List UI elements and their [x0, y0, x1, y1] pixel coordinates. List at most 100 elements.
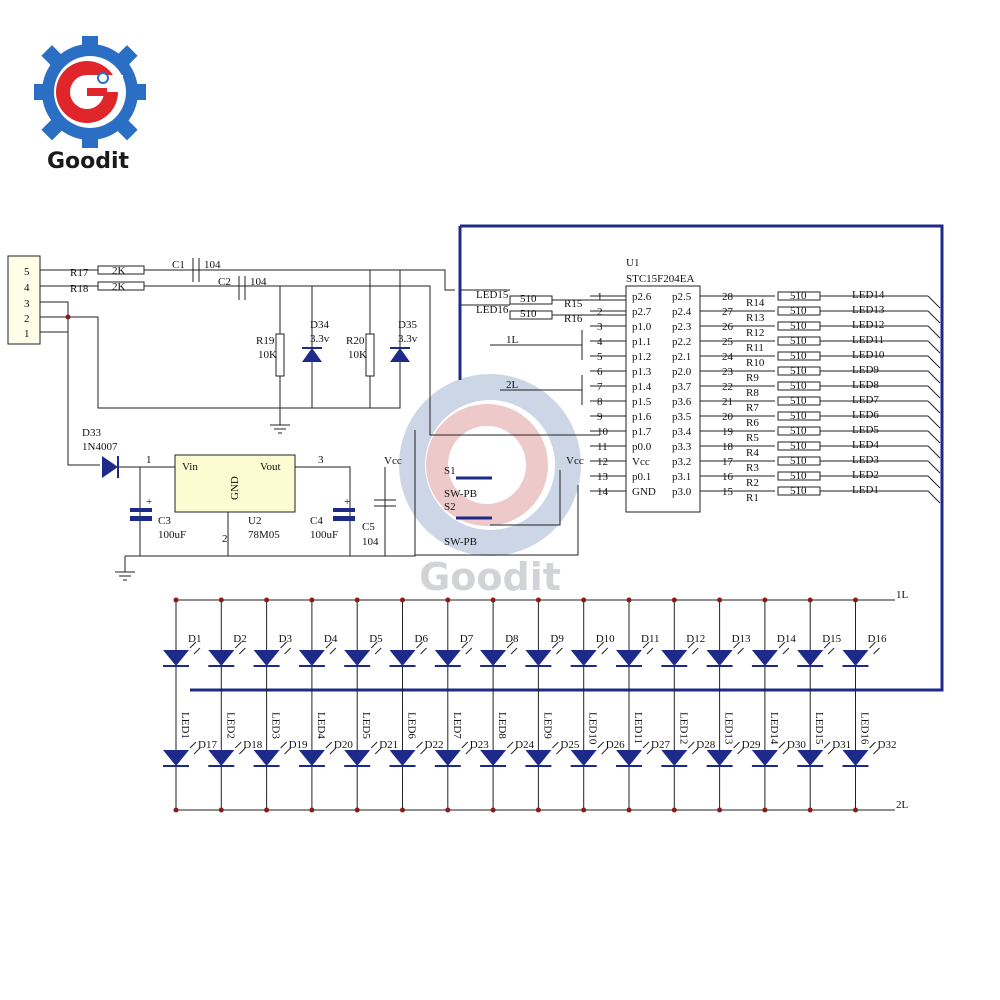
mcu-pin-name: p2.4	[672, 306, 692, 318]
regulator-box	[174, 454, 296, 513]
led-matrix: 1L 2L D1D17LED1D2D18LED2D3D19LED3D4D20LE…	[163, 589, 909, 813]
led-diode-icon	[706, 650, 733, 666]
led-ref-top: D2	[233, 633, 246, 645]
mcu-pin-number: 25	[722, 336, 734, 348]
switch-s2[interactable]: S2 SW-PB	[444, 501, 492, 548]
led-resistor-value: 510	[790, 410, 807, 422]
led-resistor-ref: R2	[746, 477, 759, 489]
led-diode-icon	[163, 750, 189, 766]
mcu-pin-number: 10	[597, 426, 609, 438]
mcu-pin-number: 27	[722, 306, 734, 318]
mcu-pin-name: p2.3	[672, 321, 692, 333]
d34-ref: D34	[310, 319, 329, 331]
led-column-net: LED3	[270, 712, 282, 739]
mcu-pin-name: GND	[632, 486, 656, 498]
switch-s1[interactable]: S1 SW-PB	[444, 465, 492, 500]
led-ref-bottom: D28	[696, 739, 715, 751]
d35-value: 3.3v	[398, 333, 418, 345]
led-diode-icon	[434, 750, 461, 766]
led-diode-icon	[797, 750, 824, 766]
led-ref-bottom: D17	[198, 739, 217, 751]
led-diode-icon	[389, 650, 416, 666]
mcu-pin-number: 22	[722, 381, 733, 393]
led-ref-bottom: D25	[560, 739, 579, 751]
led-ref-top: D15	[822, 633, 841, 645]
r17-ref: R17	[70, 267, 89, 279]
led-ref-bottom: D24	[515, 739, 534, 751]
watermark-gear-icon	[399, 374, 581, 556]
mcu-pin-number: 2	[597, 306, 603, 318]
mcu-pin-name: p1.1	[632, 336, 651, 348]
c4-ref: C4	[310, 515, 323, 527]
led-ref-bottom: D22	[425, 739, 444, 751]
ground-icon	[115, 571, 135, 581]
mcu-pin-number: 23	[722, 366, 734, 378]
led-diode-icon	[163, 650, 189, 666]
mcu-pin-number: 4	[597, 336, 603, 348]
d33-ref: D33	[82, 427, 101, 439]
led-diode-icon	[434, 650, 461, 666]
led-column-net: LED12	[677, 712, 689, 744]
r20-ref: R20	[346, 335, 365, 347]
led-resistor-value: 510	[790, 335, 807, 347]
mcu-pin-number: 21	[722, 396, 733, 408]
mcu-pin-number: 14	[597, 486, 609, 498]
led-diode-icon	[208, 650, 235, 666]
r17-value: 2K	[112, 265, 126, 277]
mcu-pin-name: p2.2	[672, 336, 691, 348]
mcu-pin-number: 9	[597, 411, 603, 423]
led-resistor-value: 510	[790, 485, 807, 497]
led-net-label: LED9	[852, 364, 879, 376]
net-1l: 1L	[506, 334, 519, 346]
mcu-pin-number: 28	[722, 291, 734, 303]
led-ref-bottom: D20	[334, 739, 353, 751]
switches: S1 SW-PB S2 SW-PB	[444, 465, 492, 548]
connector-pin-label: 4	[24, 282, 30, 294]
led-resistor-ref: R7	[746, 402, 759, 414]
led-resistor-ref: R13	[746, 312, 765, 324]
led-column-net: LED2	[224, 712, 236, 739]
led-diode-icon	[751, 650, 778, 666]
led-diode-icon	[661, 750, 688, 766]
mcu-vcc-net: Vcc	[566, 455, 584, 467]
c3-plus: +	[146, 496, 152, 508]
led-column-net: LED15	[813, 712, 825, 745]
led-ref-top: D6	[415, 633, 429, 645]
led-resistor-value: 510	[790, 470, 807, 482]
gear-icon	[34, 36, 146, 148]
led-diode-icon	[298, 750, 325, 766]
ground-icon	[270, 424, 290, 434]
mcu-pin-name: p3.1	[672, 471, 691, 483]
led-diode-icon	[389, 750, 416, 766]
led-column-net: LED4	[315, 712, 327, 739]
mcu-pin-number: 5	[597, 351, 603, 363]
mcu-pin-name: p1.5	[632, 396, 652, 408]
led-diode-icon	[208, 750, 235, 766]
mcu-pin-number: 24	[722, 351, 734, 363]
mcu-pin-name: p3.0	[672, 486, 692, 498]
led-ref-top: D8	[505, 633, 519, 645]
led-net-label: LED13	[852, 304, 885, 316]
led-column-net: LED7	[451, 712, 463, 739]
mcu-pin-name: p2.0	[672, 366, 692, 378]
regulator-vout: Vout	[260, 461, 281, 473]
led-net-label: LED4	[852, 439, 879, 451]
r16-ref: R16	[564, 313, 583, 325]
led-ref-bottom: D29	[742, 739, 761, 751]
mcu-pin-name: Vcc	[632, 456, 650, 468]
led-ref-top: D14	[777, 633, 796, 645]
net-2l: 2L	[506, 379, 519, 391]
mcu-pin-name: p1.3	[632, 366, 652, 378]
regulator-gnd: GND	[229, 476, 241, 500]
led-diode-icon	[797, 650, 824, 666]
mcu-pin-name: p1.4	[632, 381, 652, 393]
brand-name: Goodit	[47, 149, 130, 174]
led-diode-icon	[480, 650, 507, 666]
s1-type: SW-PB	[444, 488, 477, 500]
r19-ref: R19	[256, 335, 275, 347]
c2-ref: C2	[218, 276, 231, 288]
d34-value: 3.3v	[310, 333, 330, 345]
mcu-pin-number: 1	[597, 291, 603, 303]
net-led15: LED15	[476, 289, 509, 301]
